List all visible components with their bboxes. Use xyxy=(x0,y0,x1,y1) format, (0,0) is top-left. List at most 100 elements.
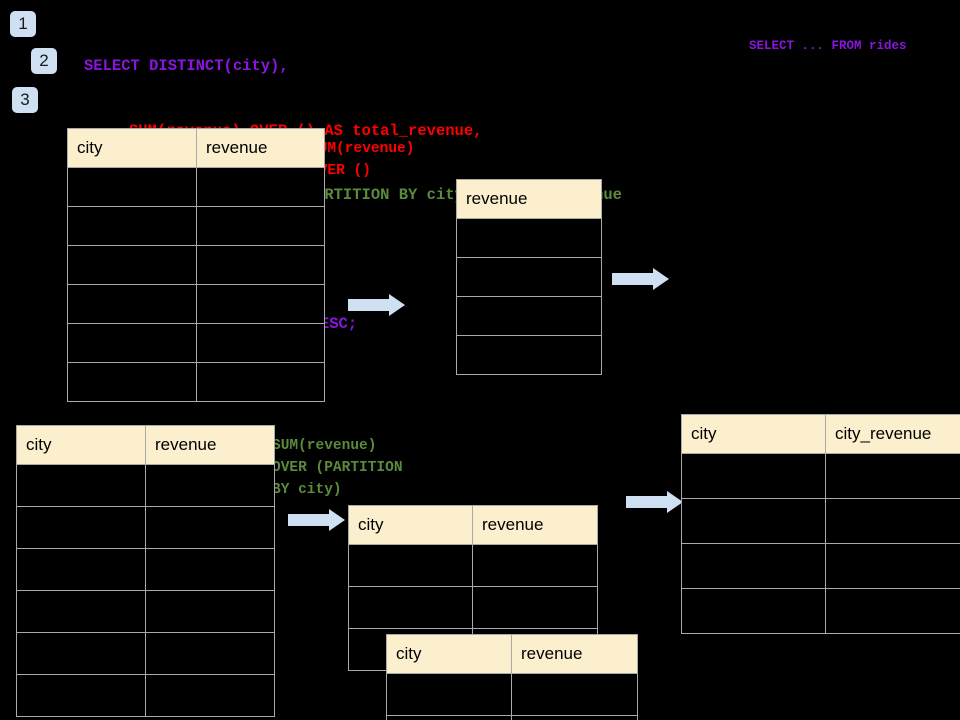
table-row xyxy=(348,586,598,629)
table-cell xyxy=(456,218,602,258)
table-cell xyxy=(386,673,512,716)
table-cell xyxy=(145,674,275,717)
table-header-row: city revenue xyxy=(16,425,275,465)
table-cell xyxy=(196,245,325,285)
table-total-revenue: revenue xyxy=(456,179,602,375)
column-header-city: city xyxy=(348,505,473,545)
table-result: city city_revenue xyxy=(681,414,960,634)
table-cell xyxy=(456,257,602,297)
table-row xyxy=(67,206,325,246)
annotation-partition-window: SUM(revenue) OVER (PARTITION BY city) xyxy=(272,438,403,498)
table-header-row: city revenue xyxy=(386,634,638,674)
table-row xyxy=(681,453,960,499)
table-cell xyxy=(825,588,960,634)
arrow-partition-to-result xyxy=(626,491,683,513)
table-header-row: revenue xyxy=(456,179,602,219)
table-cell xyxy=(196,284,325,324)
table-row xyxy=(67,245,325,285)
table-row xyxy=(681,498,960,544)
table-cell xyxy=(67,206,197,246)
table-row xyxy=(456,296,602,336)
table-row xyxy=(67,362,325,402)
table-cell xyxy=(456,296,602,336)
table-cell xyxy=(196,206,325,246)
table-partition-back: city revenue xyxy=(386,634,638,720)
column-header-revenue: revenue xyxy=(145,425,275,465)
table-header-row: city city_revenue xyxy=(681,414,960,454)
table-header-row: city revenue xyxy=(348,505,598,545)
column-header-revenue: revenue xyxy=(472,505,598,545)
column-header-revenue: revenue xyxy=(196,128,325,168)
table-partition-front: city revenue xyxy=(348,505,598,671)
table-row xyxy=(681,588,960,634)
table-cell xyxy=(386,715,512,720)
table-cell xyxy=(348,586,473,629)
table-row xyxy=(16,674,275,717)
column-header-city: city xyxy=(681,414,826,454)
table-cell xyxy=(681,453,826,499)
column-header-city: city xyxy=(386,634,512,674)
arrow-source-to-total xyxy=(348,294,405,316)
table-cell xyxy=(511,715,638,720)
annotation-total-window: SUM(revenue) OVER () xyxy=(310,141,415,179)
table-header-row: city revenue xyxy=(67,128,325,168)
table-cell xyxy=(681,498,826,544)
table-cell xyxy=(67,362,197,402)
table-cell xyxy=(472,544,598,587)
column-header-revenue: revenue xyxy=(456,179,602,219)
table-cell xyxy=(472,586,598,629)
step-badge-2: 2 xyxy=(31,48,57,74)
table-row xyxy=(67,284,325,324)
table-cell xyxy=(825,453,960,499)
table-cell xyxy=(196,167,325,207)
table-cell xyxy=(145,464,275,507)
table-cell xyxy=(16,548,146,591)
table-row xyxy=(67,323,325,363)
table-cell xyxy=(67,167,197,207)
table-cell xyxy=(511,673,638,716)
step-badge-3: 3 xyxy=(12,87,38,113)
table-cell xyxy=(67,323,197,363)
table-cell xyxy=(145,548,275,591)
table-cell xyxy=(825,498,960,544)
table-cell xyxy=(825,543,960,589)
table-row xyxy=(456,218,602,258)
table-cell xyxy=(67,245,197,285)
table-cell xyxy=(67,284,197,324)
table-cell xyxy=(145,590,275,633)
table-source-bottom: city revenue xyxy=(16,425,275,717)
table-row xyxy=(16,590,275,633)
arrow-source-to-partition xyxy=(288,509,345,531)
table-cell xyxy=(681,543,826,589)
table-cell xyxy=(16,674,146,717)
table-cell xyxy=(145,632,275,675)
table-source-top: city revenue xyxy=(67,128,325,402)
table-row xyxy=(386,673,638,716)
arrow-total-to-result xyxy=(612,268,669,290)
table-cell xyxy=(16,506,146,549)
table-row xyxy=(16,548,275,591)
table-cell xyxy=(681,588,826,634)
table-row xyxy=(67,167,325,207)
table-cell xyxy=(348,544,473,587)
table-row xyxy=(16,464,275,507)
table-cell xyxy=(456,335,602,375)
table-cell xyxy=(196,362,325,402)
table-cell xyxy=(16,464,146,507)
table-cell xyxy=(16,590,146,633)
table-cell xyxy=(16,632,146,675)
table-row xyxy=(456,335,602,375)
column-header-city-revenue: city_revenue xyxy=(825,414,960,454)
table-cell xyxy=(196,323,325,363)
column-header-city: city xyxy=(67,128,197,168)
column-header-city: city xyxy=(16,425,146,465)
table-row xyxy=(16,632,275,675)
step-badge-1: 1 xyxy=(10,11,36,37)
column-header-revenue: revenue xyxy=(511,634,638,674)
table-row xyxy=(348,544,598,587)
table-row xyxy=(386,715,638,720)
sql-side-note: SELECT ... FROM rides xyxy=(749,39,907,53)
table-row xyxy=(16,506,275,549)
table-row xyxy=(456,257,602,297)
